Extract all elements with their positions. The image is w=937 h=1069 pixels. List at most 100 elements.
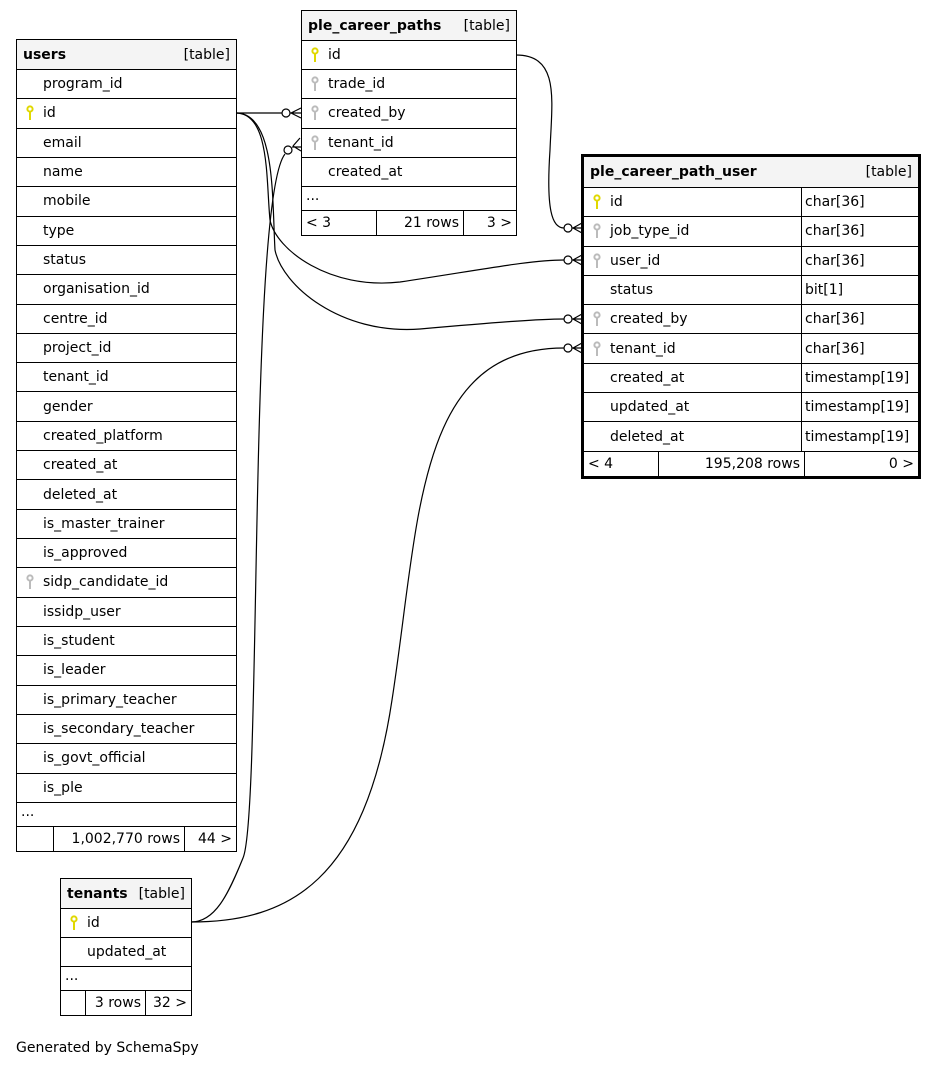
table-header[interactable]: tenants[table] (61, 879, 191, 909)
table-kind: [table] (183, 46, 230, 63)
column-row[interactable]: sidp_candidate_id (17, 568, 236, 598)
column-row[interactable]: is_leader (17, 656, 236, 686)
column-row[interactable]: program_id (17, 70, 236, 100)
table-name: ple_career_paths (308, 17, 442, 34)
column-row[interactable]: is_approved (17, 539, 236, 569)
edge-users-id-to-pcp-created-by[interactable] (236, 107, 302, 119)
more-columns[interactable]: ... (302, 187, 516, 211)
column-row[interactable]: issidp_user (17, 598, 236, 627)
column-row[interactable]: is_student (17, 627, 236, 657)
table-name: tenants (67, 885, 128, 902)
column-row[interactable]: is_master_trainer (17, 510, 236, 539)
primary-key-icon (17, 105, 43, 121)
column-name: centre_id (43, 310, 108, 327)
column-type: char[36] (801, 188, 918, 217)
column-row[interactable]: name (17, 158, 236, 188)
edge-users-id-to-pcpu-user-id[interactable] (235, 112, 583, 284)
foreign-key-icon (584, 253, 610, 269)
table-header[interactable]: ple_career_paths [table] (302, 11, 516, 41)
more-columns[interactable]: ... (61, 967, 191, 992)
primary-key-icon (61, 915, 87, 931)
column-row[interactable]: id (61, 909, 191, 939)
table-header[interactable]: users[table] (17, 40, 236, 70)
column-row[interactable]: trade_id (302, 70, 516, 100)
column-name: created_at (610, 369, 685, 386)
column-name: status (43, 252, 87, 269)
column-name: sidp_candidate_id (43, 574, 169, 591)
column-name: user_id (610, 252, 661, 269)
column-row[interactable]: gender (17, 392, 236, 422)
column-name: program_id (43, 76, 123, 93)
children-link[interactable]: 0 > (804, 451, 918, 476)
parents-link[interactable] (17, 827, 53, 851)
column-row[interactable]: created_at (302, 158, 516, 187)
column-name: tenant_id (328, 134, 394, 151)
table-kind: [table] (463, 17, 510, 34)
column-row[interactable]: user_id char[36] (584, 246, 918, 276)
row-count: 21 rows (376, 210, 463, 235)
column-row[interactable]: is_primary_teacher (17, 686, 236, 715)
table-kind: [table] (865, 164, 912, 180)
column-name: trade_id (328, 76, 386, 93)
column-row[interactable]: status (17, 246, 236, 276)
table-name: ple_career_path_user (590, 164, 757, 180)
parents-link[interactable] (61, 991, 85, 1015)
parents-link[interactable]: < 4 (588, 455, 614, 472)
foreign-key-icon (302, 135, 328, 151)
column-row[interactable]: created_platform (17, 422, 236, 452)
column-name: organisation_id (43, 281, 150, 298)
more-columns[interactable]: ... (17, 803, 236, 827)
parents-link[interactable]: < 3 (306, 214, 332, 231)
column-row[interactable]: tenant_id (17, 363, 236, 393)
column-name: status (610, 282, 654, 299)
column-row[interactable]: created_at timestamp[19] (584, 363, 918, 394)
column-row[interactable]: created_at (17, 451, 236, 481)
children-link[interactable]: 3 > (463, 210, 516, 235)
foreign-key-icon (302, 76, 328, 92)
column-row[interactable]: updated_at (61, 938, 191, 968)
column-row[interactable]: id (302, 41, 516, 71)
column-name: is_govt_official (43, 750, 146, 767)
column-name: id (43, 105, 56, 122)
row-count: 195,208 rows (658, 451, 804, 476)
column-type: char[36] (801, 305, 918, 334)
column-name: updated_at (610, 399, 690, 416)
column-row[interactable]: id (17, 99, 236, 129)
column-row[interactable]: email (17, 129, 236, 158)
column-row[interactable]: centre_id (17, 305, 236, 334)
primary-key-icon (302, 47, 328, 63)
column-row[interactable]: is_govt_official (17, 744, 236, 774)
column-row[interactable]: created_by (302, 99, 516, 129)
column-row[interactable]: is_secondary_teacher (17, 715, 236, 745)
column-row[interactable]: organisation_id (17, 275, 236, 305)
edge-pcp-id-to-pcpu-job-type-id[interactable] (515, 54, 583, 234)
edge-users-id-to-pcpu-created-by[interactable] (235, 112, 583, 331)
column-row[interactable]: tenant_id (302, 129, 516, 158)
column-row[interactable]: type (17, 217, 236, 246)
children-link[interactable]: 32 > (145, 991, 191, 1016)
edge-tenants-id-to-pcpu-tenant-id[interactable] (190, 342, 583, 923)
edge-tenants-id-to-pcp-tenant-id[interactable] (190, 137, 302, 923)
children-link[interactable]: 44 > (184, 826, 236, 851)
column-type: timestamp[19] (801, 363, 918, 393)
column-name: is_master_trainer (43, 515, 165, 532)
column-row[interactable]: deleted_at (17, 480, 236, 510)
column-row[interactable]: is_ple (17, 774, 236, 803)
column-row[interactable]: project_id (17, 334, 236, 364)
column-type: char[36] (801, 246, 918, 275)
column-name: tenant_id (43, 369, 109, 386)
table-header[interactable]: ple_career_path_user [table] (584, 157, 918, 188)
column-row[interactable]: mobile (17, 187, 236, 217)
column-name: is_secondary_teacher (43, 721, 195, 738)
